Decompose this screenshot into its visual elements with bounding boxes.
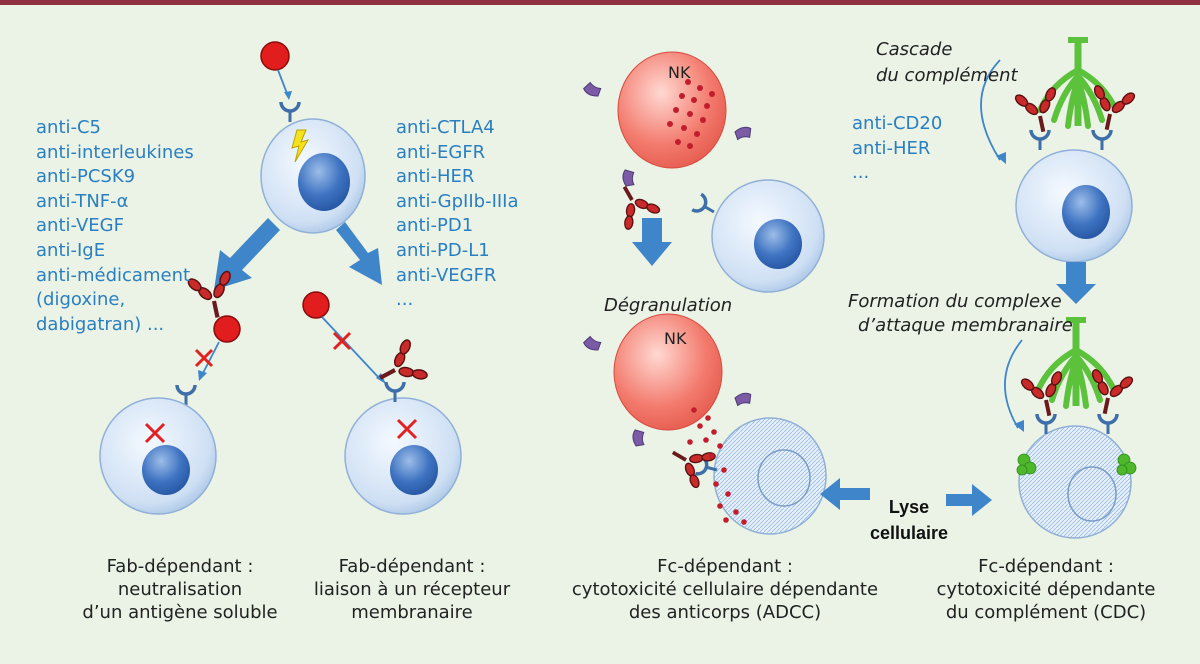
caption-line: d’un antigène soluble	[82, 602, 278, 623]
panel3-caption: Fc-dépendant : cytotoxicité cellulaire d…	[562, 555, 888, 624]
list-item: anti-PD-L1	[396, 239, 490, 261]
caption-line: Fab-dépendant :	[338, 556, 486, 577]
top-target-cell	[260, 100, 366, 234]
list-item: anti-C5	[36, 117, 102, 138]
list-item: anti-VEGF	[36, 215, 124, 237]
nk-label: NK	[668, 63, 691, 82]
caption-line: membranaire	[351, 602, 473, 623]
degranulation-label: Dégranulation	[604, 295, 733, 316]
list-item: anti-TNF-α	[36, 190, 129, 212]
list-item: anti-PCSK9	[36, 166, 136, 188]
panel4-caption: Fc-dépendant : cytotoxicité dépendante d…	[916, 555, 1176, 624]
caption-line: liaison à un récepteur	[313, 579, 511, 600]
mac-label-line2: d’attaque membranaire	[858, 315, 1073, 336]
neutralized-cell	[99, 383, 217, 515]
list-item: anti-interleukines	[36, 141, 194, 163]
list-item: dabigatran) ...	[36, 313, 165, 335]
nk-label-2: NK	[664, 329, 687, 348]
blocked-ligand	[302, 291, 386, 384]
caption-line: cytotoxicité dépendante	[936, 579, 1156, 600]
lysis-arrow-right	[946, 484, 992, 516]
lysis-arrow-left	[820, 478, 870, 510]
nk-cell-top: NK	[581, 51, 754, 169]
list-item: anti-médicament	[36, 264, 191, 286]
complement-mac-bottom	[1004, 320, 1138, 539]
lysis-label-line1: Lyse	[888, 497, 930, 517]
list-item: anti-VEGFR	[396, 264, 497, 286]
list-item: (digoxine,	[36, 289, 126, 311]
list-item: anti-HER	[396, 166, 475, 188]
mac-label-line1: Formation du complexe	[848, 291, 1062, 312]
list-item: anti-GpIIb-IIIa	[396, 190, 519, 212]
complement-cascade-top	[980, 40, 1140, 263]
caption-line: cytotoxicité cellulaire dépendante	[571, 579, 879, 600]
caption-line: neutralisation	[117, 579, 243, 600]
lysis-label: Lyse cellulaire	[868, 494, 950, 546]
nk-cell-degranulating: NK	[581, 313, 754, 447]
top-border-bar	[0, 0, 1200, 5]
caption-line: des anticorps (ADCC)	[628, 602, 822, 623]
split-arrow-left	[214, 218, 280, 290]
panel1-target-list: anti-C5 anti-interleukines anti-PCSK9 an…	[36, 116, 194, 337]
neutralizing-antibody	[185, 268, 240, 381]
panel1-caption: Fab-dépendant : neutralisation d’un anti…	[50, 555, 310, 624]
panel2-target-list: anti-CTLA4 anti-EGFR anti-HER anti-GpIIb…	[396, 116, 519, 313]
lysed-target-cell-adcc	[660, 407, 827, 535]
list-item: anti-EGFR	[396, 141, 486, 163]
list-item: anti-PD1	[396, 215, 474, 237]
free-antigen	[260, 41, 292, 100]
split-arrow-right	[336, 222, 382, 285]
receptor-blocking-cell	[344, 336, 462, 515]
cascade-label-line2: du complément	[876, 65, 1018, 86]
list-item: anti-CTLA4	[396, 117, 495, 138]
lysis-label-line2: cellulaire	[869, 523, 949, 543]
panel2-caption: Fab-dépendant : liaison à un récepteur m…	[282, 555, 542, 624]
panel4-target-list: anti-CD20 anti-HER ...	[852, 112, 942, 186]
adcc-synapse-top	[604, 168, 825, 293]
list-item: anti-IgE	[36, 239, 106, 261]
list-item: anti-CD20	[852, 113, 943, 134]
signal-icon	[291, 129, 310, 163]
arrow-down-cdc	[1056, 262, 1096, 304]
caption-line: Fc-dépendant :	[978, 556, 1114, 577]
list-item: ...	[852, 162, 870, 184]
cascade-label-line1: Cascade	[876, 39, 953, 60]
arrow-down-adcc	[632, 218, 672, 266]
caption-line: Fc-dépendant :	[657, 556, 793, 577]
list-item: ...	[396, 289, 414, 311]
caption-line: Fab-dépendant :	[106, 556, 254, 577]
list-item: anti-HER	[852, 137, 931, 159]
caption-line: du complément (CDC)	[945, 602, 1147, 623]
